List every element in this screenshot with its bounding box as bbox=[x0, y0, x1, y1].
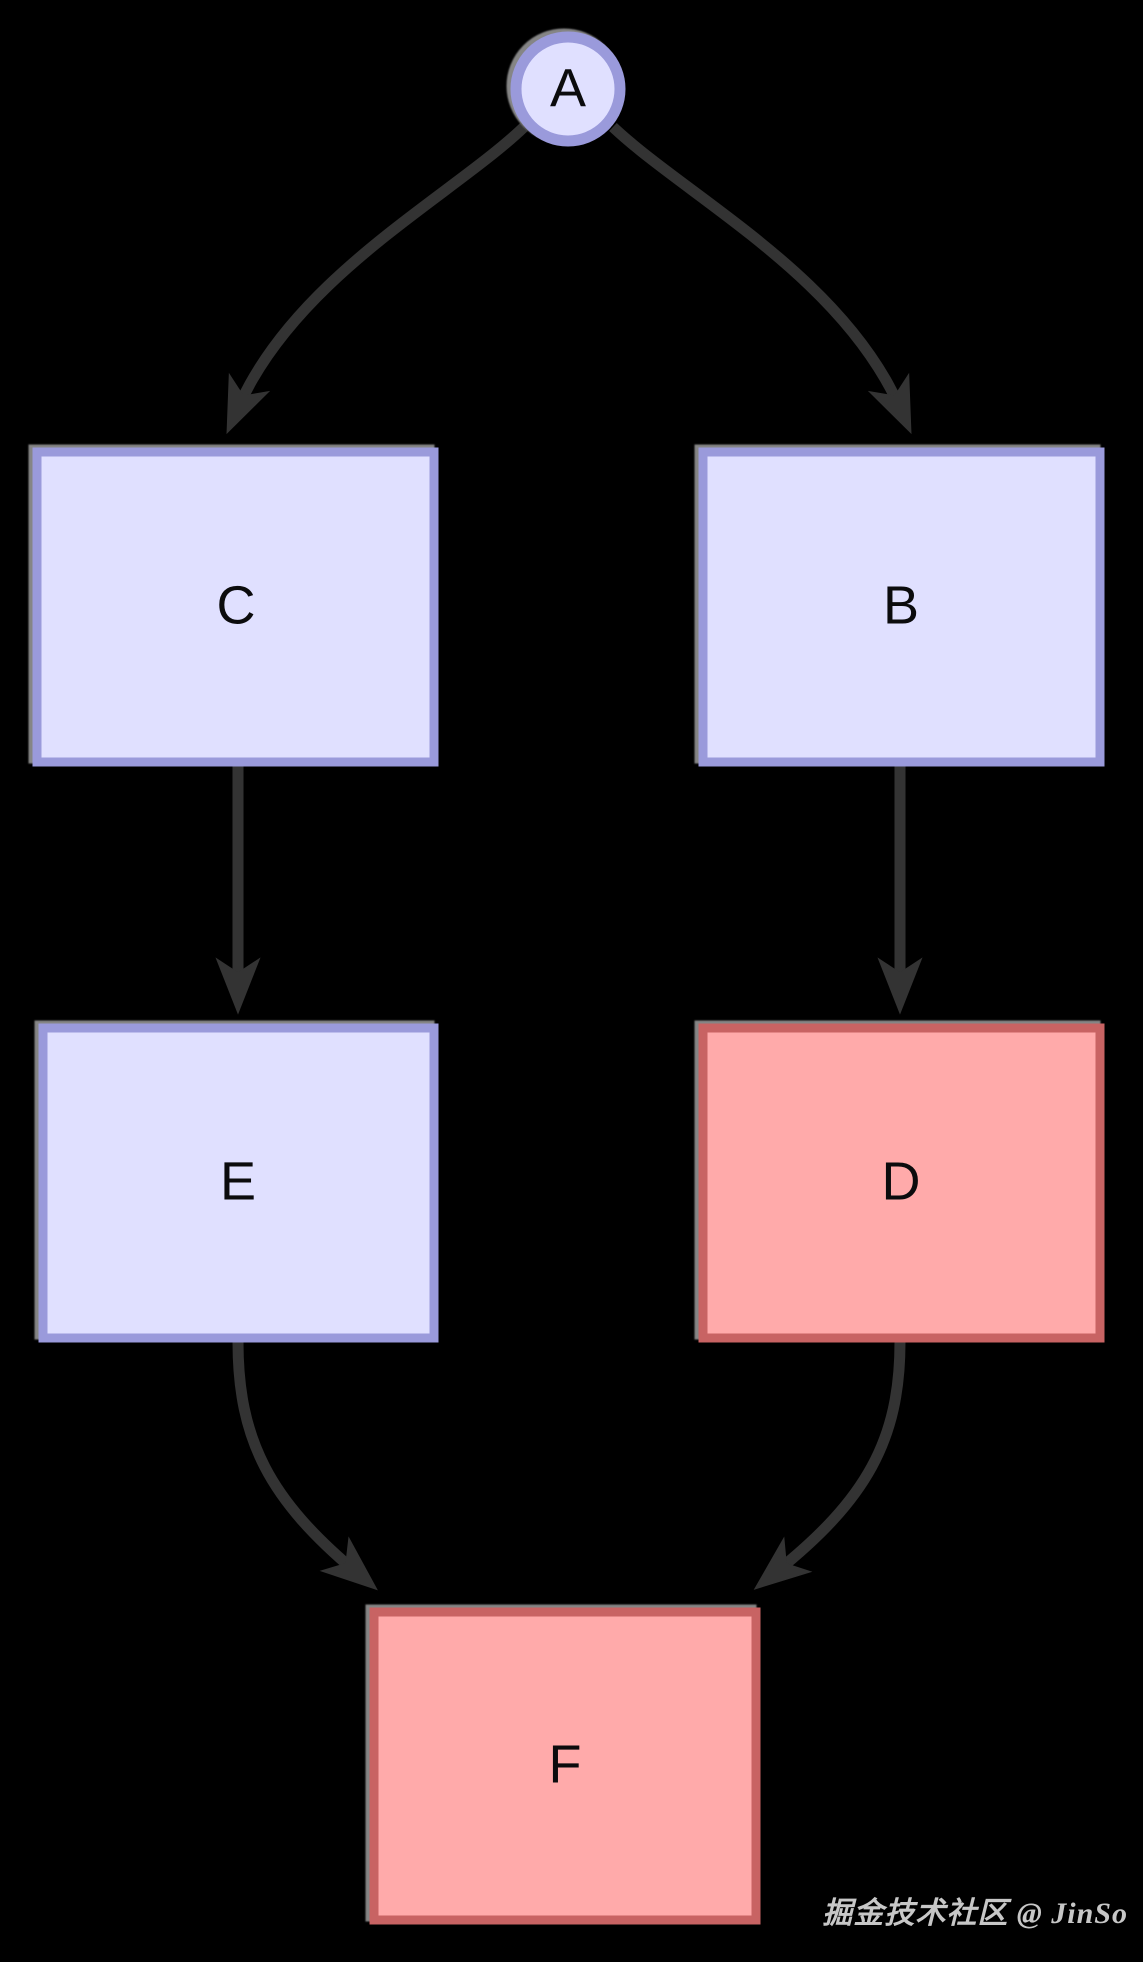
node-e-shape[interactable] bbox=[38, 1023, 439, 1343]
node-c[interactable]: C bbox=[32, 447, 439, 767]
edge-e-to-f bbox=[232, 1341, 378, 1591]
node-c-shape[interactable] bbox=[32, 447, 439, 767]
node-f-shape[interactable] bbox=[369, 1607, 761, 1925]
node-f[interactable]: F bbox=[369, 1607, 761, 1925]
node-b[interactable]: B bbox=[698, 447, 1105, 767]
node-a[interactable]: A bbox=[510, 31, 626, 147]
node-a-label: A bbox=[550, 58, 586, 118]
node-a-shape[interactable] bbox=[510, 31, 626, 147]
node-d[interactable]: D bbox=[698, 1023, 1105, 1343]
node-e[interactable]: E bbox=[38, 1023, 439, 1343]
node-e-label: E bbox=[220, 1151, 256, 1211]
node-f-label: F bbox=[549, 1734, 582, 1794]
node-c-label: C bbox=[217, 575, 256, 635]
node-d-shape[interactable] bbox=[698, 1023, 1105, 1343]
node-b-shape[interactable] bbox=[698, 447, 1105, 767]
edge-layer bbox=[215, 123, 923, 1591]
node-layer: A C B E D bbox=[32, 31, 1105, 1925]
edge-a-to-c bbox=[226, 123, 528, 435]
node-d-label: D bbox=[882, 1151, 921, 1211]
node-b-label: B bbox=[883, 575, 919, 635]
edge-d-to-f bbox=[753, 1341, 906, 1590]
edge-a-to-b bbox=[609, 123, 912, 435]
watermark-label: 掘金技术社区 @ JinSo bbox=[822, 1896, 1128, 1930]
